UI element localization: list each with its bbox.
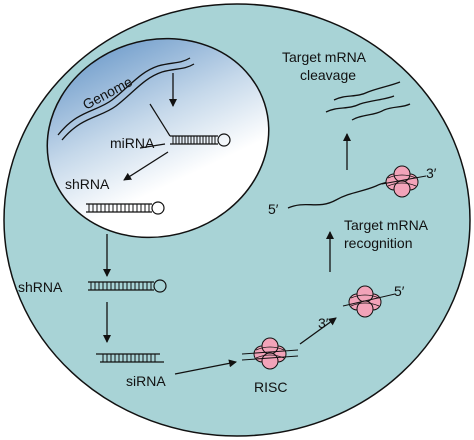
recognition-label-line2: recognition bbox=[344, 235, 413, 251]
cleavage-label-line1: Target mRNA bbox=[282, 49, 367, 65]
mirna-label: miRNA bbox=[110, 135, 155, 151]
arrow-mirna-to-shrna bbox=[123, 151, 169, 181]
nucleus bbox=[46, 37, 270, 239]
risc-five-prime-label: 5′ bbox=[394, 283, 405, 299]
sirna-rungs bbox=[102, 354, 156, 362]
shrna-nucleus-rungs bbox=[88, 204, 150, 212]
mrna-five-prime-label: 5′ bbox=[268, 201, 279, 217]
shrna-cytoplasm-rungs bbox=[90, 282, 152, 290]
shrna-nucleus-label: shRNA bbox=[65, 176, 110, 192]
arrow-sirna-to-risc bbox=[174, 359, 237, 375]
arrow-risc-to-loaded bbox=[299, 317, 337, 345]
loaded-risc bbox=[342, 285, 396, 318]
sirna-label: siRNA bbox=[126, 373, 166, 389]
shrna-cytoplasm-label: shRNA bbox=[18, 279, 63, 295]
mrna-three-prime-label: 3′ bbox=[426, 165, 437, 181]
risc-three-prime-label: 3′ bbox=[318, 315, 329, 331]
mirna-rungs bbox=[172, 136, 216, 144]
cleavage-label-line2: cleavage bbox=[300, 67, 356, 83]
genome-dna bbox=[57, 57, 195, 141]
risc-label: RISC bbox=[254, 379, 287, 395]
risc-complex bbox=[241, 337, 299, 370]
cleaved-mrna-fragments bbox=[325, 81, 411, 121]
recognition-risc bbox=[381, 165, 427, 198]
recognition-label-line1: Target mRNA bbox=[344, 217, 429, 233]
